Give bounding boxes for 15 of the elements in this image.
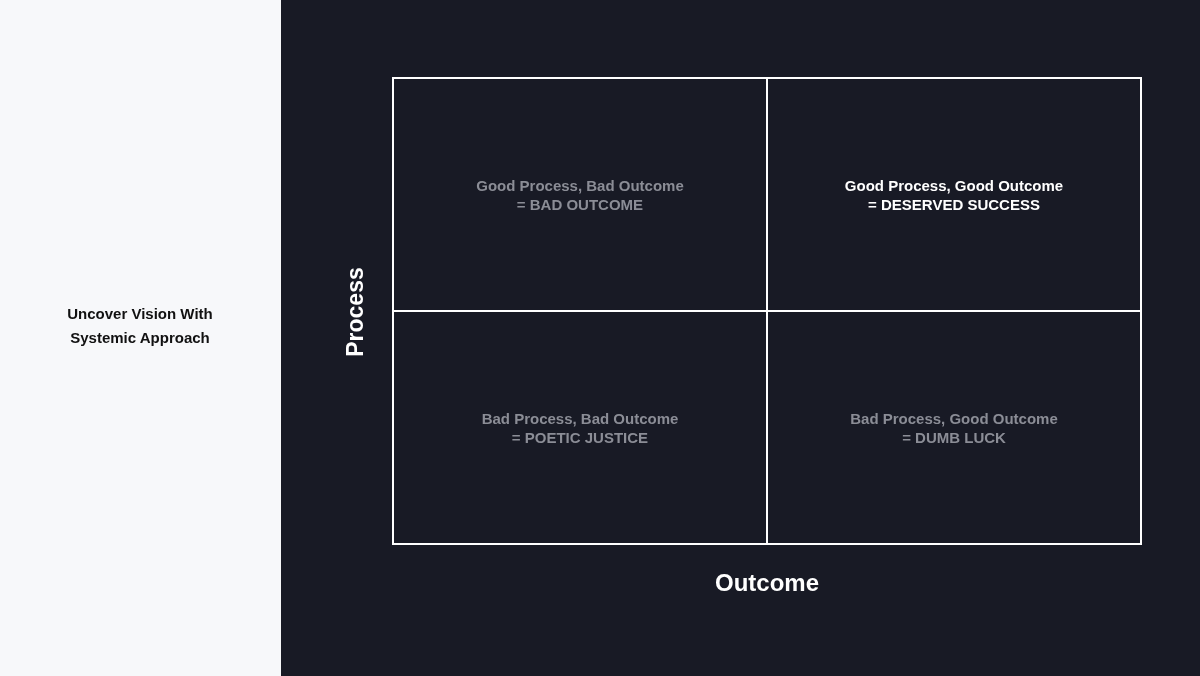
axis-title: Outcome (715, 568, 819, 598)
quadrant-box (766, 77, 1142, 312)
quadrant-text: = BAD OUTCOME (516, 194, 644, 214)
quadrant-text: = POETIC JUSTICE (511, 427, 649, 447)
quadrant-box (392, 310, 768, 545)
quadrant-text: = DESERVED SUCCESS (868, 194, 1040, 214)
side-heading: Uncover Vision With Systemic Approach (66, 304, 214, 348)
quadrant-text: Good Process, Good Outcome (844, 175, 1064, 195)
quadrant-text: Bad Process, Good Outcome (850, 408, 1058, 428)
quadrant-text: = DUMB LUCK (902, 427, 1006, 447)
quadrant-box (392, 77, 768, 312)
quadrant-text: Good Process, Bad Outcome (476, 175, 684, 195)
quadrant-box (766, 310, 1142, 545)
axis-title: Process (340, 267, 369, 357)
quadrant-text: Bad Process, Bad Outcome (481, 408, 679, 428)
